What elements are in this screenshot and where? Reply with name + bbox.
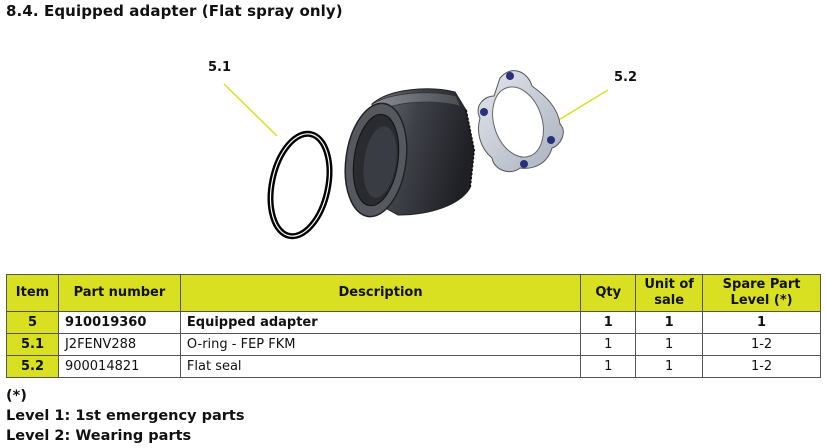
table-row: 5.2 900014821 Flat seal 1 1 1-2 (6, 355, 821, 378)
cell-part-number: 900014821 (57, 355, 181, 378)
spare-level-notes: (*) Level 1: 1st emergency parts Level 2… (6, 386, 244, 446)
adapter-body-part (344, 88, 476, 218)
parts-table: Item Part number Description Qty Unit of… (6, 274, 821, 378)
notes-marker: (*) (6, 388, 27, 404)
equipped-adapter-illustration (223, 70, 609, 240)
cell-part-number: J2FENV288 (57, 333, 181, 356)
o-ring-part (267, 130, 333, 240)
cell-item: 5 (6, 311, 59, 334)
header-spare-line2: Level (*) (730, 293, 793, 308)
cell-level: 1-2 (702, 355, 821, 378)
cell-description: Equipped adapter (179, 311, 582, 334)
cell-qty: 1 (580, 333, 637, 356)
table-header-row: Item Part number Description Qty Unit of… (6, 274, 821, 312)
cell-qty: 1 (580, 311, 637, 334)
cell-unit: 1 (635, 355, 704, 378)
cell-unit: 1 (635, 333, 704, 356)
cell-qty: 1 (580, 355, 637, 378)
table-row: 5.1 J2FENV288 O-ring - FEP FKM 1 1 1-2 (6, 333, 821, 356)
header-description: Description (179, 274, 582, 312)
header-part-number: Part number (57, 274, 181, 312)
header-spare-line1: Spare Part (722, 277, 801, 292)
page-title: 8.4. Equipped adapter (Flat spray only) (6, 2, 343, 20)
callout-label-5-2: 5.2 (614, 70, 638, 85)
cell-level: 1-2 (702, 333, 821, 356)
cell-unit: 1 (635, 311, 704, 334)
cell-item: 5.1 (6, 333, 59, 356)
callout-label-5-1: 5.1 (208, 60, 232, 75)
header-unit-line2: sale (654, 293, 685, 308)
notes-level-1: Level 1: 1st emergency parts (6, 408, 245, 424)
header-item: Item (6, 274, 59, 312)
flat-seal-part (477, 70, 564, 173)
notes-level-2: Level 2: Wearing parts (6, 428, 192, 444)
cell-item: 5.2 (6, 355, 59, 378)
table-row: 5 910019360 Equipped adapter 1 1 1 (6, 311, 821, 334)
header-qty: Qty (580, 274, 637, 312)
header-unit-line1: Unit of (644, 277, 694, 292)
leader-line-5-1 (223, 83, 278, 137)
cell-description: O-ring - FEP FKM (179, 333, 582, 356)
leader-line-5-2 (551, 89, 609, 125)
cell-part-number: 910019360 (57, 311, 181, 334)
cell-level: 1 (702, 311, 821, 334)
cell-description: Flat seal (179, 355, 582, 378)
